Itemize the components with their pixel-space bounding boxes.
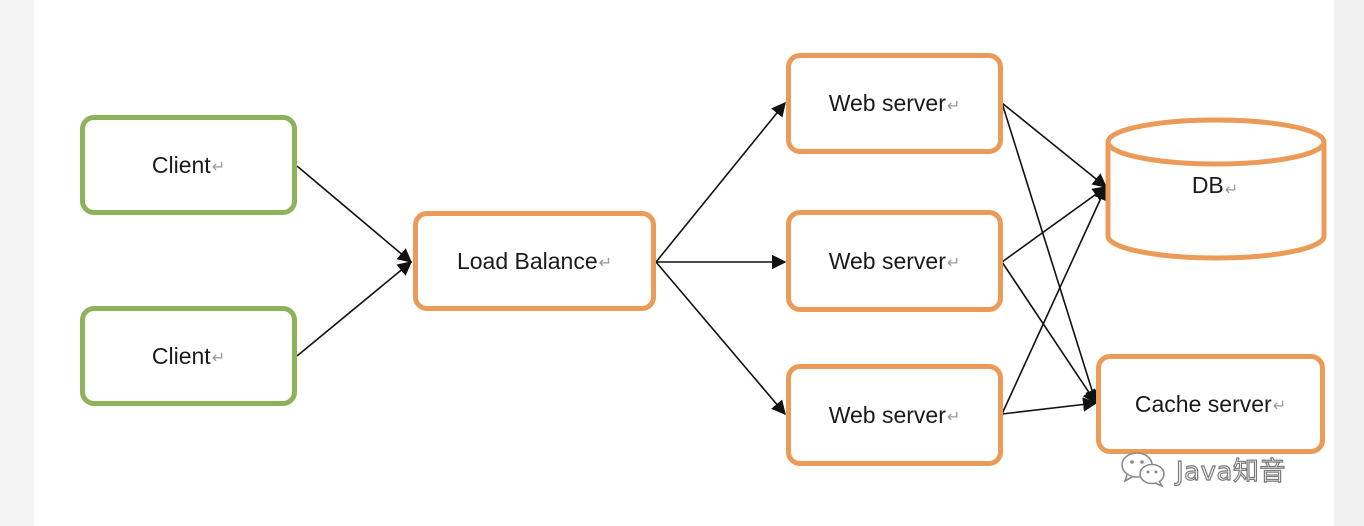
load-balance-label: Load Balance <box>456 247 598 274</box>
edge-loadbalance-web3 <box>655 261 786 416</box>
edge-web2-cache <box>1001 261 1097 405</box>
client-node-1: Client↵ <box>80 115 297 215</box>
web-server-node-3: Web server↵ <box>786 364 1003 466</box>
db-label-wrap: DB↵ <box>1103 172 1327 199</box>
web-server-label-1: Web server <box>828 90 946 116</box>
paragraph-mark: ↵ <box>946 409 961 426</box>
edge-client1-loadbalance <box>296 165 413 263</box>
paragraph-mark: ↵ <box>1272 398 1287 415</box>
web-server-label-2: Web server <box>828 247 946 274</box>
cache-server-node: Cache server↵ <box>1096 354 1325 454</box>
load-balance-node: Load Balance↵ <box>413 211 656 311</box>
web-server-label-3: Web server <box>828 401 946 428</box>
paragraph-mark: ↵ <box>598 255 613 272</box>
client-node-2: Client↵ <box>80 306 297 406</box>
paragraph-mark: ↵ <box>946 97 961 115</box>
web-server-node-2: Web server↵ <box>786 210 1003 312</box>
paragraph-mark: ↵ <box>211 350 226 367</box>
edge-client2-loadbalance <box>296 261 413 357</box>
client-label-2: Client <box>151 342 211 369</box>
db-cylinder <box>1105 117 1327 261</box>
cache-server-label: Cache server <box>1134 390 1272 417</box>
left-margin <box>0 0 34 526</box>
watermark: Java知音 <box>1120 450 1286 488</box>
right-margin <box>1334 0 1364 526</box>
paragraph-mark: ↵ <box>211 159 226 176</box>
edge-web3-cache <box>1001 397 1098 415</box>
paragraph-mark: ↵ <box>946 255 961 272</box>
edge-web1-db <box>1001 102 1108 188</box>
client-label-1: Client <box>151 151 211 178</box>
edge-web3-db <box>1001 185 1108 415</box>
edge-loadbalance-web1 <box>655 101 786 263</box>
edge-web2-db <box>1001 186 1108 263</box>
paragraph-mark: ↵ <box>1224 182 1239 199</box>
edge-web1-cache <box>1001 102 1099 405</box>
watermark-text: Java知音 <box>1175 456 1286 487</box>
wechat-icon <box>1121 452 1165 488</box>
web-server-node-1: Web server↵ <box>786 53 1003 154</box>
db-label: DB <box>1191 172 1224 198</box>
